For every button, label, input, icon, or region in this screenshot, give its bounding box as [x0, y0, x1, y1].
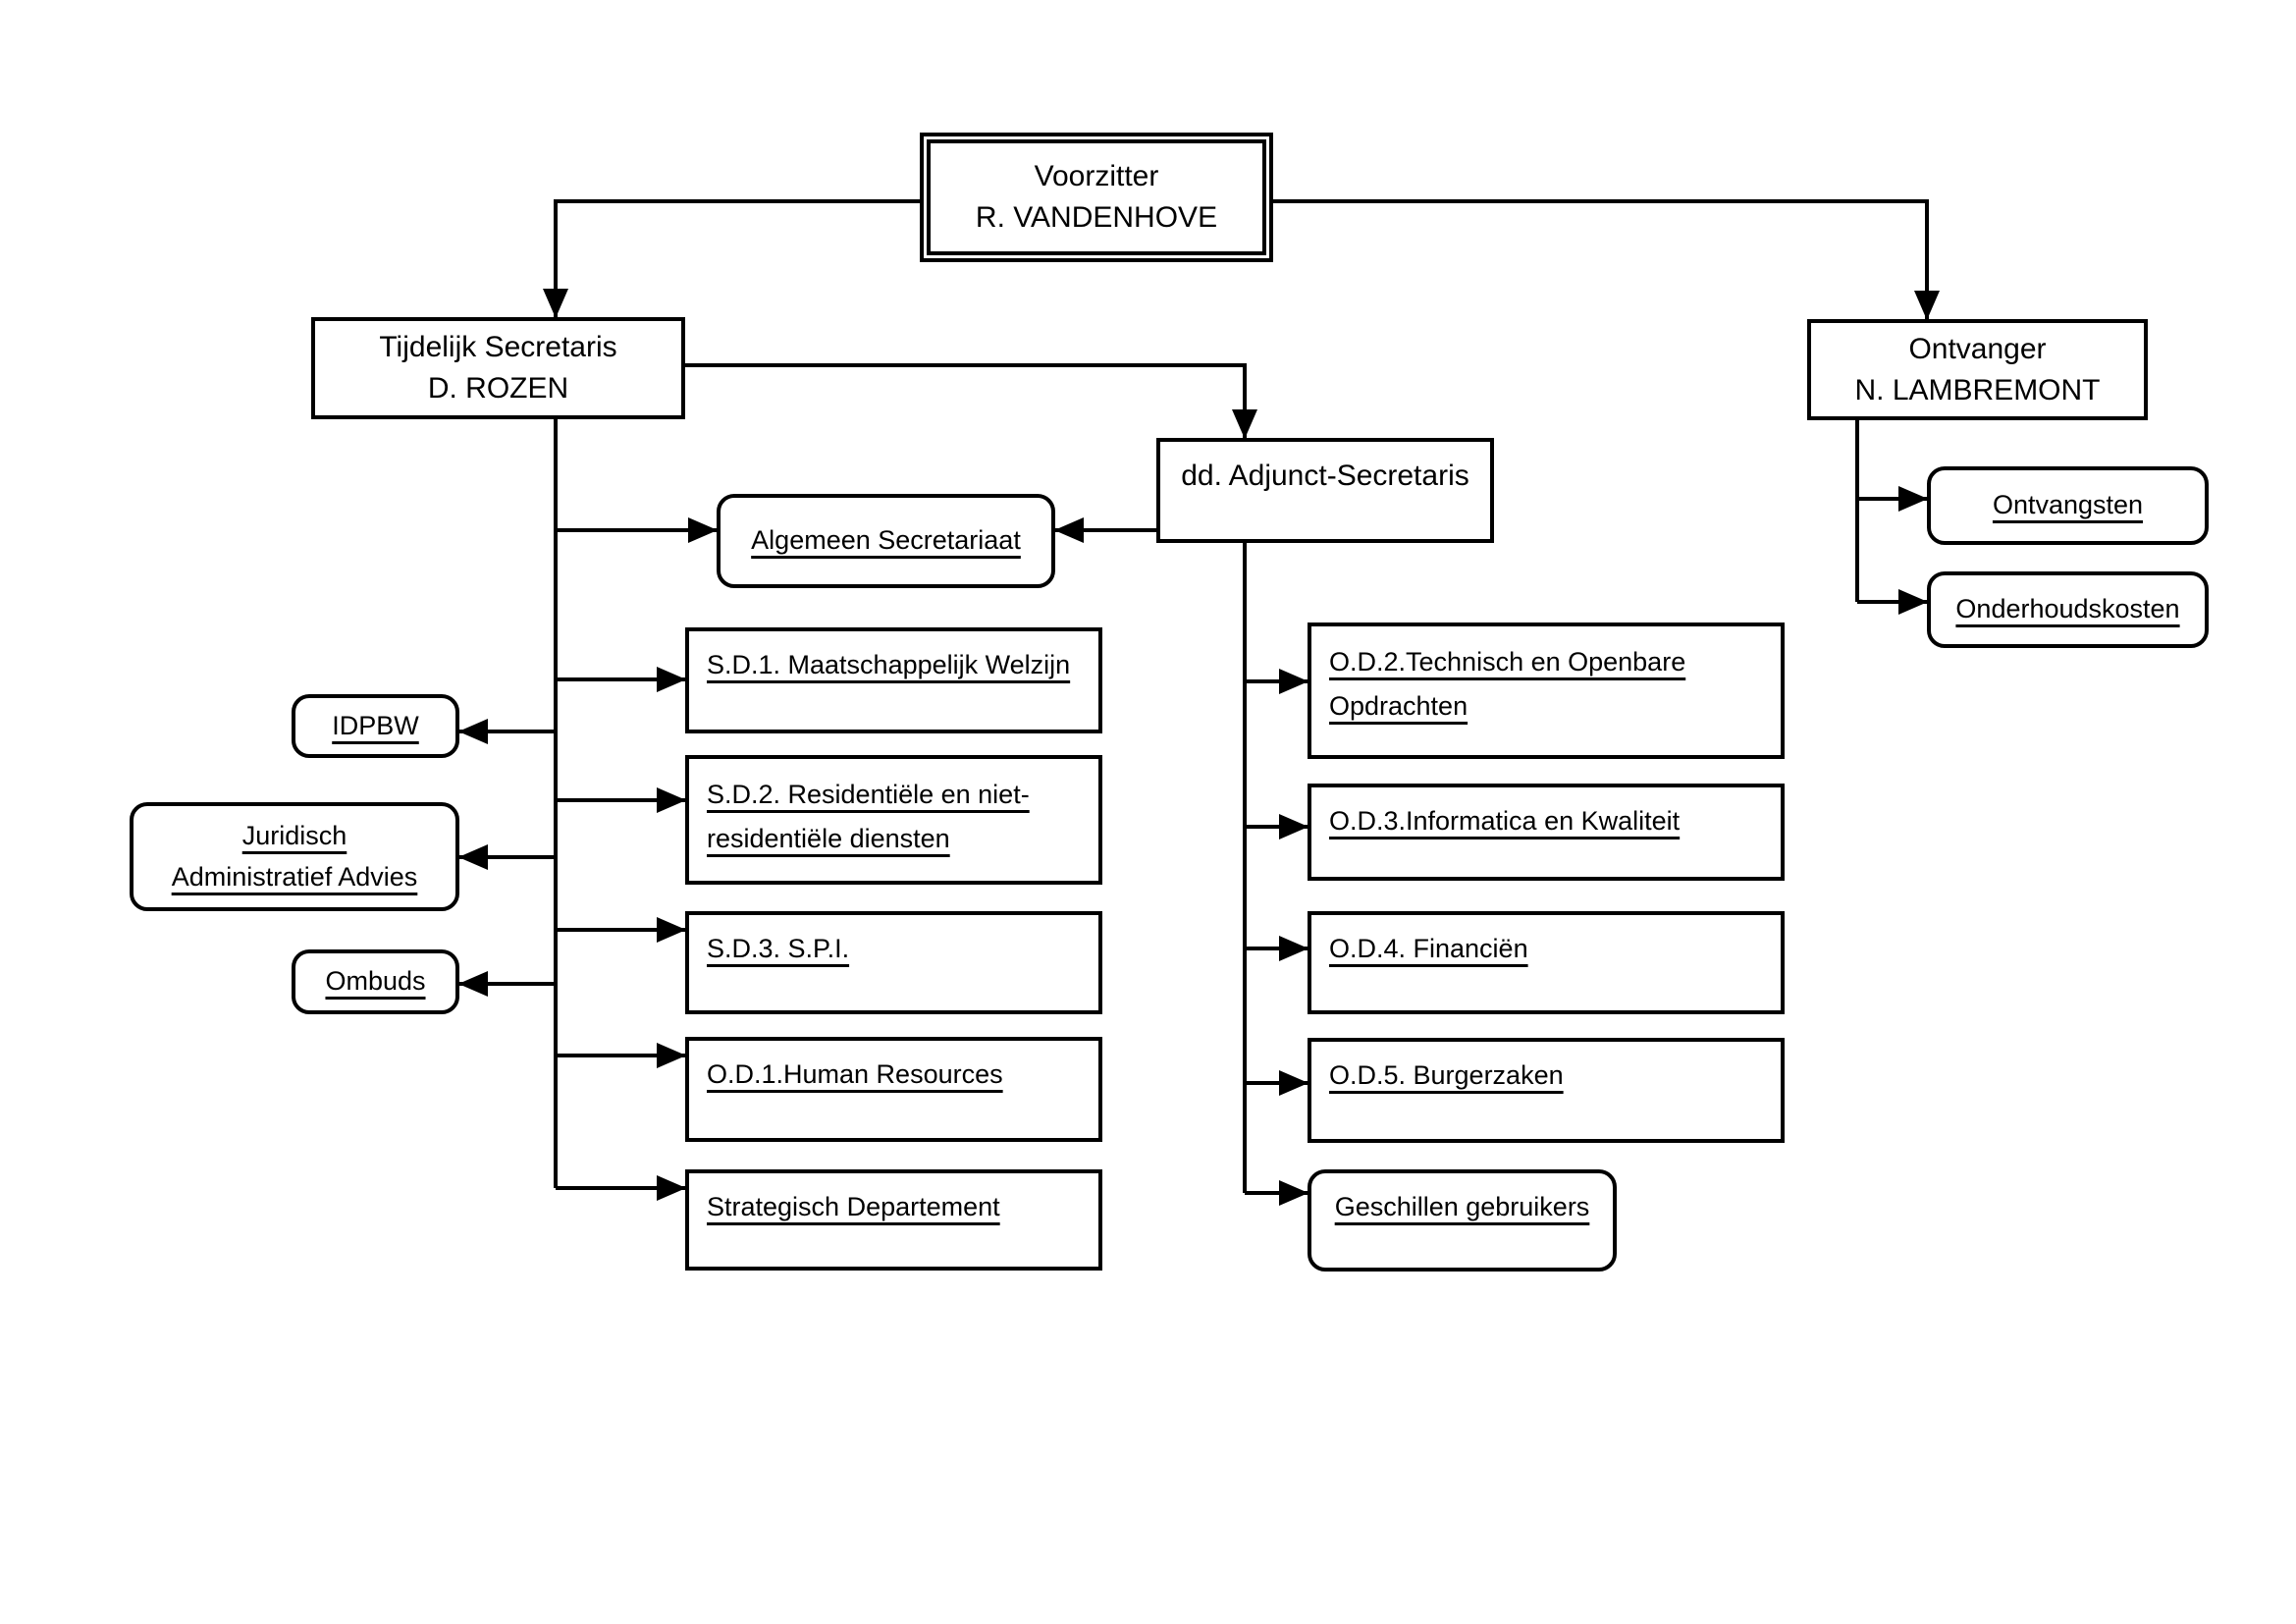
node-label: residentiële diensten: [707, 823, 950, 853]
node-label: Strategisch Departement: [707, 1192, 1000, 1221]
node-juridisch-administratief-advies: Juridisch Administratief Advies: [130, 802, 459, 911]
node-onderhoudskosten: Onderhoudskosten: [1927, 571, 2209, 648]
connector-tijdelijk-to-adjunct: [685, 363, 1257, 439]
node-label: D. ROZEN: [427, 372, 569, 405]
node-label: Onderhoudskosten: [1955, 594, 2180, 624]
node-sd1-maatschappelijk-welzijn: S.D.1. Maatschappelijk Welzijn: [685, 627, 1102, 733]
node-label: Juridisch: [241, 820, 347, 850]
node-label: S.D.2. Residentiële en niet-: [707, 780, 1030, 809]
node-label: dd. Adjunct-Secretaris: [1181, 460, 1469, 492]
node-label: S.D.3. S.P.I.: [707, 934, 850, 963]
connector-voorzitter-to-ontvanger: [1273, 199, 1940, 320]
node-ombuds: Ombuds: [292, 949, 459, 1014]
node-label: O.D.5. Burgerzaken: [1329, 1060, 1564, 1090]
node-tijdelijk-secretaris: Tijdelijk Secretaris D. ROZEN: [311, 317, 685, 419]
node-label: Algemeen Secretariaat: [751, 525, 1021, 556]
node-voorzitter-inner: Voorzitter R. VANDENHOVE: [927, 139, 1266, 255]
node-label: O.D.2.Technisch en Openbare: [1329, 647, 1686, 677]
node-algemeen-secretariaat: Algemeen Secretariaat: [717, 494, 1055, 588]
node-sd3-spi: S.D.3. S.P.I.: [685, 911, 1102, 1014]
node-label: Ontvangsten: [1992, 490, 2144, 520]
node-label: R. VANDENHOVE: [975, 201, 1218, 234]
node-label: Ontvanger: [1908, 332, 2047, 365]
node-label: Tijdelijk Secretaris: [379, 331, 617, 363]
node-label: O.D.3.Informatica en Kwaliteit: [1329, 806, 1681, 836]
node-label: N. LAMBREMONT: [1854, 373, 2101, 406]
node-od2-technisch-openbare-opdrachten: O.D.2.Technisch en Openbare Opdrachten: [1308, 623, 1785, 759]
node-label: S.D.1. Maatschappelijk Welzijn: [707, 650, 1071, 679]
node-ontvangsten: Ontvangsten: [1927, 466, 2209, 545]
node-label: Voorzitter: [1034, 160, 1159, 192]
node-od3-informatica-kwaliteit: O.D.3.Informatica en Kwaliteit: [1308, 784, 1785, 881]
node-idpbw: IDPBW: [292, 694, 459, 758]
node-od1-human-resources: O.D.1.Human Resources: [685, 1037, 1102, 1142]
node-od4-financien: O.D.4. Financiën: [1308, 911, 1785, 1014]
node-strategisch-departement: Strategisch Departement: [685, 1169, 1102, 1271]
node-label: Administratief Advies: [171, 861, 418, 892]
node-label: Ombuds: [325, 966, 426, 997]
node-ontvanger: Ontvanger N. LAMBREMONT: [1807, 319, 2148, 420]
connector-voorzitter-to-tijdelijk: [543, 199, 920, 318]
node-geschillen-gebruikers: Geschillen gebruikers: [1308, 1169, 1617, 1272]
node-label: O.D.4. Financiën: [1329, 934, 1528, 963]
node-od5-burgerzaken: O.D.5. Burgerzaken: [1308, 1038, 1785, 1143]
node-label: Geschillen gebruikers: [1334, 1192, 1590, 1221]
node-label: Opdrachten: [1329, 690, 1468, 721]
node-label: O.D.1.Human Resources: [707, 1059, 1003, 1089]
node-adjunct-secretaris: dd. Adjunct-Secretaris: [1156, 438, 1494, 543]
node-label: IDPBW: [332, 710, 419, 740]
node-voorzitter: Voorzitter R. VANDENHOVE: [920, 133, 1273, 262]
node-sd2-residentiele-diensten: S.D.2. Residentiële en niet- residentiël…: [685, 755, 1102, 885]
